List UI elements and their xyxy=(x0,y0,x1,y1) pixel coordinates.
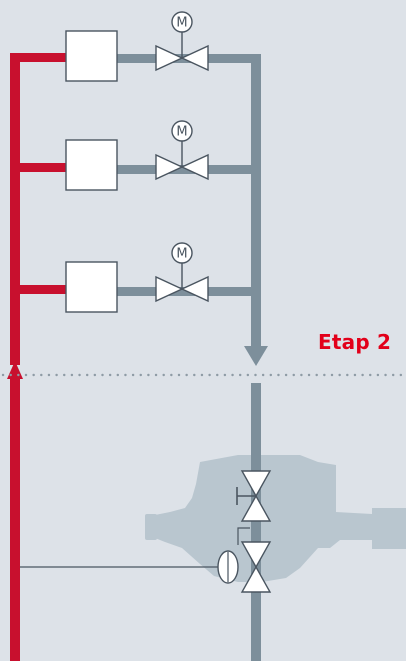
supply-branch-bottom xyxy=(10,285,66,294)
consumer-unit xyxy=(65,30,118,82)
stop-valve-icon xyxy=(236,470,272,522)
return-pipe-lower xyxy=(251,383,261,661)
motorized-valve-icon: M xyxy=(155,11,209,72)
motorized-valve-icon: M xyxy=(155,120,209,181)
unit-row: M xyxy=(65,120,209,191)
lower-valve-assembly xyxy=(20,470,272,593)
arrow-down-icon xyxy=(244,346,268,366)
arrow-up-icon xyxy=(7,361,23,379)
supply-riser-lower xyxy=(10,376,20,661)
manometer-icon xyxy=(217,550,239,584)
motorized-valve-icon: M xyxy=(155,242,209,303)
return-collector xyxy=(251,54,261,350)
check-valve-icon xyxy=(240,541,272,593)
unit-row: M xyxy=(65,11,209,82)
pump-station-silhouette xyxy=(145,455,406,582)
supply-branch-middle xyxy=(10,163,66,172)
motor-label: M xyxy=(176,247,187,262)
stage-label: Etap 2 xyxy=(318,330,392,354)
motor-label: M xyxy=(176,125,187,140)
consumer-units: M M M xyxy=(65,11,209,313)
consumer-unit xyxy=(65,139,118,191)
silhouette-flange-left xyxy=(145,514,157,540)
consumer-unit xyxy=(65,261,118,313)
motor-label: M xyxy=(176,16,187,31)
supply-riser-upper xyxy=(10,53,20,365)
unit-row: M xyxy=(65,242,209,313)
impulse-connector xyxy=(237,527,250,545)
supply-branch-top xyxy=(10,53,66,62)
silhouette-body xyxy=(150,455,406,582)
supply-line xyxy=(7,53,66,661)
